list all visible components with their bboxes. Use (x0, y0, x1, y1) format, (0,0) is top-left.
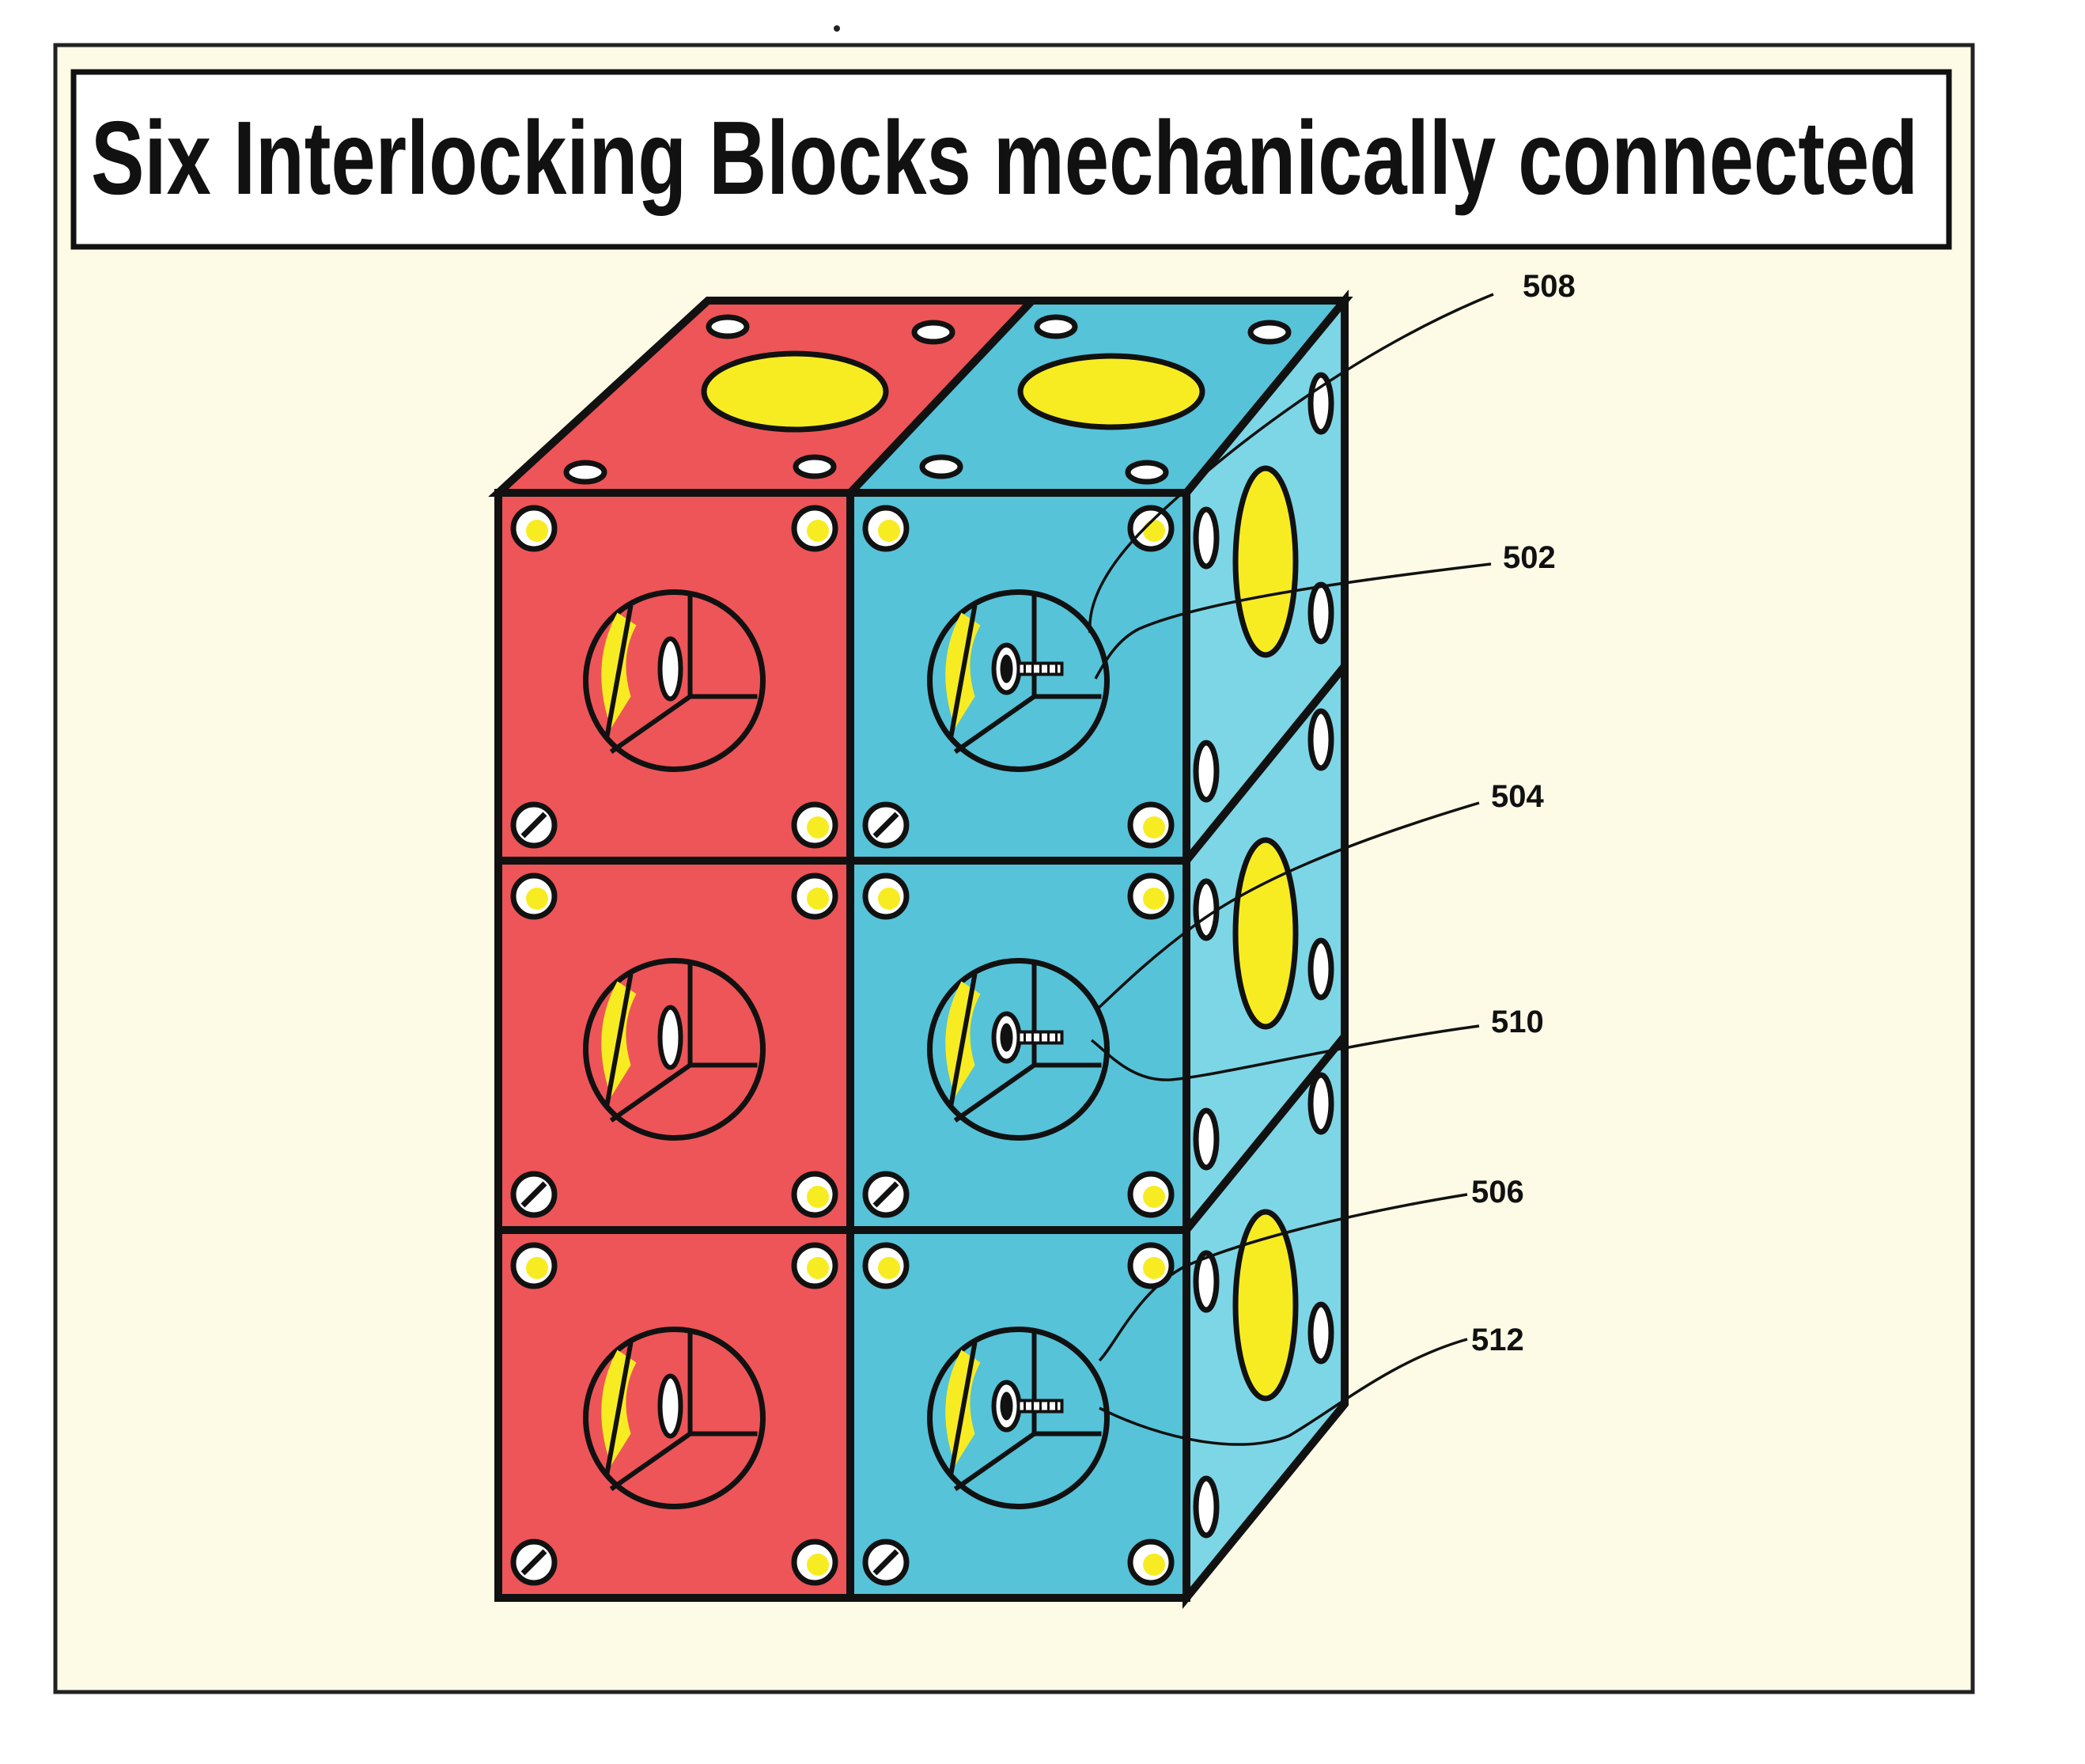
lock-segment-line (948, 604, 978, 737)
top-peg-holes (563, 314, 1292, 485)
corner-hole-fill (1143, 1554, 1165, 1576)
side-peg-hole (1307, 581, 1334, 645)
side-peg-hole (1193, 878, 1220, 941)
callout-508: 508 (1523, 269, 1576, 304)
corner-hole-fill (1143, 1186, 1165, 1208)
stray-dot (834, 25, 840, 32)
side-divider (1183, 1033, 1348, 1233)
leader-line-502 (1094, 562, 1492, 679)
side-peg-hole (1193, 1475, 1220, 1539)
lock-segment-line (609, 1063, 692, 1122)
side-socket (1232, 837, 1299, 1030)
blue-block (846, 857, 1190, 1234)
corner-hole-fill (1143, 1257, 1165, 1279)
corner-hole-fill (1143, 816, 1165, 838)
side-peg-hole (1307, 708, 1334, 771)
top-peg-hole (911, 320, 955, 345)
lock-keyhole-core (1000, 1023, 1013, 1052)
lock-segment-line (609, 1432, 692, 1491)
top-peg-hole (706, 314, 750, 339)
corner-hole-fill (878, 1257, 900, 1279)
lock-keyhole-core (1000, 654, 1013, 683)
callout-506: 506 (1471, 1175, 1524, 1209)
corner-hole-fill (1143, 520, 1165, 542)
side-peg-hole (1193, 740, 1220, 803)
leader-line-506 (1098, 1193, 1468, 1362)
side-peg-hole (1193, 1250, 1220, 1313)
screw-slot (520, 1549, 547, 1576)
screw-slot (520, 1181, 547, 1208)
screw-slot (520, 812, 547, 838)
side-peg-hole (1307, 937, 1334, 1001)
side-peg-hole (1307, 1072, 1334, 1135)
top-peg-hole (563, 460, 607, 485)
lock-segment-line (604, 604, 634, 737)
side-socket (1232, 465, 1299, 658)
blue-block (846, 489, 1190, 865)
callout-502: 502 (1503, 540, 1556, 575)
side-face (1183, 290, 1349, 1610)
corner-hole-fill (526, 888, 548, 910)
top-socket-blue (1017, 353, 1205, 430)
side-divider (1183, 663, 1348, 864)
corner-hole-fill (878, 888, 900, 910)
lock-segment-line (953, 1063, 1036, 1122)
callout-labels: 508 502 504 510 506 512 (1471, 269, 1576, 1357)
corner-hole-fill (807, 520, 829, 542)
corner-hole-fill (878, 520, 900, 542)
figure-title: Six Interlocking Blocks mechanically con… (91, 100, 1918, 216)
side-peg-holes (1193, 372, 1334, 1539)
lock-segment-line (953, 1432, 1036, 1491)
lock-segment-line (948, 1342, 978, 1474)
lock-keyhole (657, 1005, 683, 1070)
corner-hole-fill (807, 816, 829, 838)
side-sockets (1232, 465, 1299, 1402)
lock-keyhole-core (1000, 1391, 1013, 1421)
leader-lines (1088, 293, 1494, 1446)
side-socket (1232, 1209, 1299, 1402)
side-peg-hole (1193, 1107, 1220, 1171)
top-peg-hole (1247, 320, 1292, 345)
callout-510: 510 (1491, 1005, 1544, 1039)
blue-block (846, 1226, 1190, 1602)
corner-hole-fill (526, 1257, 548, 1279)
lock-keyhole (657, 636, 683, 702)
corner-hole-fill (807, 1554, 829, 1576)
title-box (70, 69, 1952, 250)
screw-slot (872, 812, 899, 838)
front-face (494, 489, 1190, 1602)
lock-segment-line (609, 695, 692, 754)
lock-segment-line (604, 973, 634, 1106)
leader-line-510 (1090, 1024, 1480, 1081)
callout-512: 512 (1471, 1323, 1524, 1357)
side-peg-hole (1193, 506, 1220, 570)
top-peg-hole (1125, 460, 1169, 485)
red-block (494, 857, 854, 1234)
corner-hole-fill (526, 520, 548, 542)
leader-line-508 (1088, 293, 1494, 634)
lock-keyhole (657, 1373, 683, 1439)
top-peg-hole (793, 454, 837, 479)
lock-segment-line (948, 973, 978, 1106)
top-socket-red (701, 350, 889, 433)
corner-hole-fill (807, 888, 829, 910)
corner-hole-fill (1143, 888, 1165, 910)
corner-hole-fill (807, 1257, 829, 1279)
side-peg-hole (1307, 1301, 1334, 1365)
screw-slot (872, 1549, 899, 1576)
screw-slot (872, 1181, 899, 1208)
lock-segment-line (604, 1342, 634, 1474)
lock-segment-line (953, 695, 1036, 754)
leader-line-504 (1096, 801, 1480, 1010)
block-face (846, 489, 1190, 865)
leader-line-512 (1099, 1338, 1468, 1446)
callout-504: 504 (1491, 779, 1544, 814)
corner-hole-fill (807, 1186, 829, 1208)
red-block (494, 1226, 854, 1602)
top-peg-hole (1034, 314, 1078, 339)
red-block (494, 489, 854, 865)
top-peg-hole (919, 454, 963, 479)
